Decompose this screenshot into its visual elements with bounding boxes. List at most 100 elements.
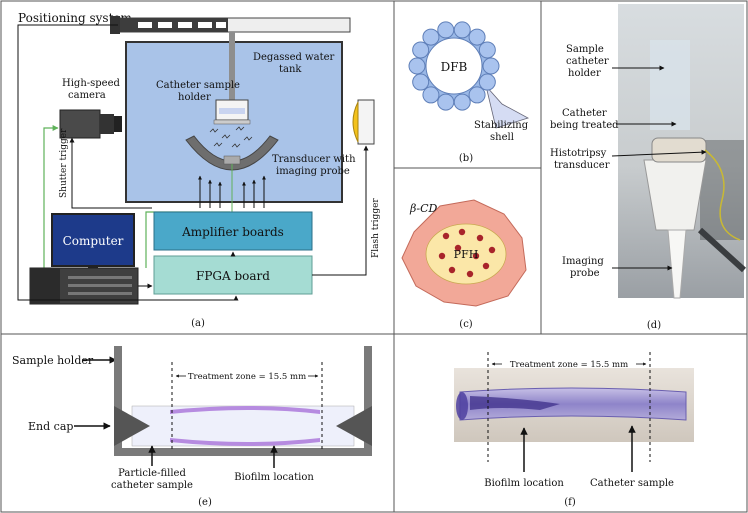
stabilizing-label: Stabilizing [474, 120, 529, 131]
catheter-sample-label-f: Catheter sample [590, 478, 674, 489]
pfh-molecule [454, 244, 462, 252]
caption-a: (a) [191, 318, 205, 329]
positioning-system-label: Positioning system [18, 11, 133, 25]
imaging-probe [223, 155, 241, 165]
pfh-molecule [458, 228, 466, 236]
pfh-molecule [442, 232, 450, 240]
catheter-label: catheter [566, 56, 609, 67]
imaging-probe-label: imaging probe [276, 166, 350, 177]
catheter-tube [131, 405, 355, 447]
dfb-bead [422, 86, 440, 104]
particle-filled-label-1: Particle-filled [118, 468, 186, 479]
catheter-sample-holder-label: Catheter sample [156, 80, 240, 91]
pfh-molecule [448, 266, 456, 274]
pfh-molecules [438, 228, 496, 278]
dfb-bead [412, 41, 430, 59]
fpga-board-label: FPGA board [196, 269, 270, 283]
caption-b: (b) [459, 153, 473, 164]
biofilm-label-f: Biofilm location [484, 478, 564, 489]
photo-probe [667, 229, 687, 299]
cavitation-bubbles [209, 126, 253, 148]
pfh-molecule [488, 246, 496, 254]
computer: Computer [29, 213, 139, 305]
dfb-bead [468, 28, 486, 46]
pc-bottom-wire [17, 268, 239, 301]
panel-d: Sample catheter holder Catheter being tr… [550, 4, 747, 331]
positioning-wire [17, 24, 118, 268]
dfb-bead [412, 73, 430, 91]
transducer-arc [185, 135, 279, 171]
beta-cd-label: β-CD [409, 202, 437, 215]
pfh-molecule [466, 270, 474, 278]
panel-e: Sample holder Treatment zone = 15.5 mm E… [12, 346, 372, 508]
dfb-beads [408, 21, 500, 111]
degassed-water-label: Degassed water [253, 52, 335, 63]
shell-label: shell [490, 132, 514, 143]
high-speed-label: High-speed [62, 78, 121, 89]
amplifier-boards-box [153, 211, 313, 251]
sample-holder-label: Sample holder [12, 354, 94, 367]
caption-c: (c) [459, 319, 473, 330]
particle-filled-label-2: catheter sample [111, 480, 193, 491]
pfh-molecule [476, 234, 484, 242]
caption-e: (e) [198, 497, 212, 508]
photo-biofilm [470, 396, 560, 410]
pfh-label: PFH [454, 248, 479, 261]
high-speed-camera [59, 109, 122, 139]
photo-catheter [459, 387, 687, 421]
holder-label-d: holder [568, 68, 601, 79]
dfb-bead [453, 93, 471, 111]
sample-label: Sample [566, 44, 604, 55]
probe-label: probe [570, 268, 600, 279]
dfb-label: DFB [441, 60, 468, 74]
flash-wire [312, 145, 369, 276]
pfh-molecule [438, 252, 446, 260]
catheter-treated-label-2: being treated [550, 120, 619, 131]
caption-f: (f) [564, 497, 576, 508]
transducer-wires [198, 175, 266, 208]
dfb-bead [437, 21, 455, 39]
arrow-transducer [611, 149, 707, 157]
holder-rod [229, 32, 235, 104]
flash-lamp [352, 99, 375, 145]
flash-trigger-label: Flash trigger [371, 198, 381, 258]
treatment-zone-label-e: Treatment zone = 15.5 mm [188, 372, 306, 382]
histotripsy-label-1: Histotripsy [550, 148, 607, 159]
biofilm-label-e: Biofilm location [234, 472, 314, 483]
catheter-treated-label-1: Catheter [562, 108, 607, 119]
positioning-rail [110, 16, 351, 34]
holder-label: holder [178, 92, 211, 103]
shutter-wire [69, 137, 152, 209]
panel-b: DFB Stabilizing shell (b) [408, 21, 530, 164]
panel-f: Treatment zone = 15.5 mm Biofilm locatio… [454, 352, 694, 508]
camera-label: camera [68, 90, 106, 101]
pfh-molecule [482, 262, 490, 270]
photo-transducer-top [651, 137, 707, 163]
computer-label: Computer [63, 234, 124, 248]
stabilizing-shell-wedge [485, 85, 530, 129]
amplifier-boards-label: Amplifier boards [181, 225, 284, 239]
shutter-trigger-label: Shutter trigger [59, 128, 69, 198]
dfb-core [425, 37, 483, 95]
biofilm-top [170, 406, 320, 414]
biofilm-bottom [170, 438, 320, 446]
panel-c: PFH β-CD (c) [401, 199, 527, 330]
panel-a: Positioning system Degassed water tank C… [17, 11, 381, 329]
photo-holder [650, 40, 690, 130]
dfb-bead [478, 73, 496, 91]
camera-green-wire [43, 125, 59, 268]
histotripsy-label-2: transducer [554, 160, 610, 171]
dfb-bead [478, 41, 496, 59]
caption-d: (d) [647, 320, 661, 331]
dfb-bead [422, 28, 440, 46]
dfb-bead [408, 57, 426, 75]
end-cap-left [114, 406, 150, 446]
dfb-bead [468, 86, 486, 104]
imaging-label: Imaging [562, 256, 604, 267]
sample-holder-box [213, 99, 251, 125]
pfh-molecule [472, 252, 480, 260]
transducer-label: Transducer with [272, 154, 356, 165]
fpga-board-box [153, 255, 313, 295]
